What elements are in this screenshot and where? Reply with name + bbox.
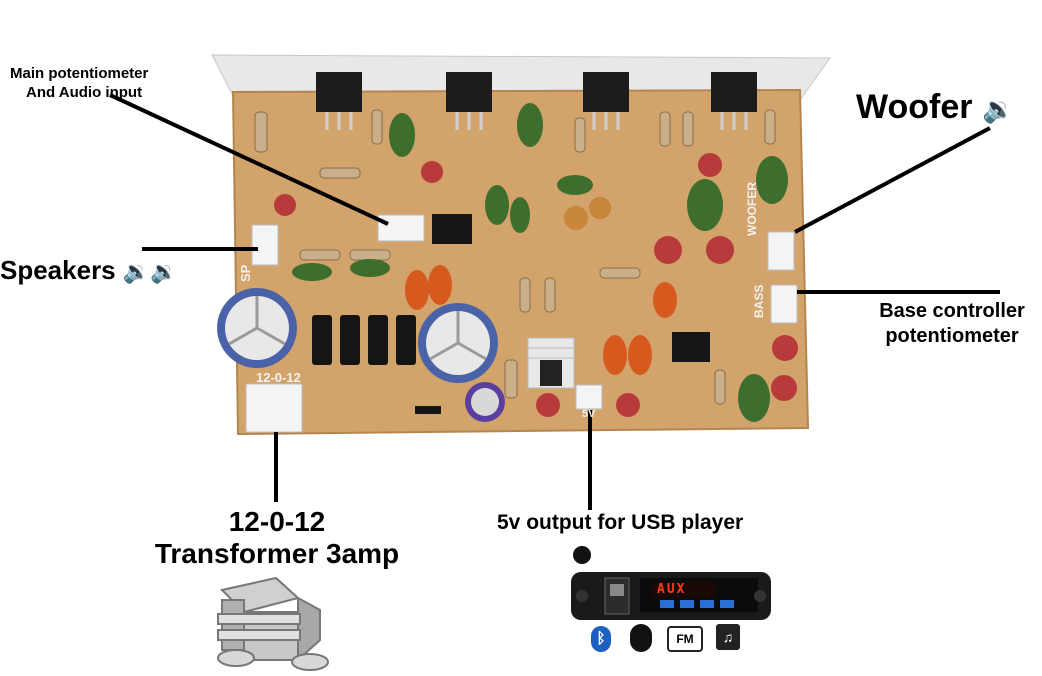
power-transistors bbox=[316, 72, 757, 130]
woofer-label-text: Woofer bbox=[856, 88, 973, 126]
fivev-silkscreen: 5V bbox=[582, 408, 596, 420]
transformer-label: 12-0-12 Transformer 3amp bbox=[132, 506, 422, 570]
ic-chips bbox=[432, 214, 710, 362]
player-logo-icon bbox=[573, 546, 591, 564]
main-pot-label-line1: Main potentiometer bbox=[10, 65, 149, 82]
usb-output-label: 5v output for USB player bbox=[497, 511, 744, 534]
fm-icon: FM bbox=[667, 626, 703, 652]
usb-port bbox=[610, 584, 624, 596]
main-pot-pointer bbox=[109, 93, 389, 226]
film-capacitors bbox=[292, 103, 788, 422]
usb-drive-icon bbox=[630, 624, 652, 652]
rectifier-diodes bbox=[312, 315, 441, 414]
base-label-line1: Base controller bbox=[879, 300, 1025, 322]
voltage-regulator bbox=[527, 337, 575, 389]
main-pot-label-line2: And Audio input bbox=[26, 84, 143, 101]
speaker-icon: 🔉🔉 bbox=[122, 259, 178, 284]
power-silkscreen: 12-0-12 bbox=[256, 370, 301, 385]
filter-capacitors bbox=[217, 288, 505, 422]
bass-silkscreen: BASS bbox=[752, 284, 766, 318]
woofer-silkscreen: WOOFER bbox=[745, 182, 759, 236]
music-icon: ♫ bbox=[716, 624, 740, 650]
woofer-pointer bbox=[794, 126, 991, 234]
main-pot-label: Main potentiometer And Audio input bbox=[10, 64, 148, 102]
transformer-icon bbox=[217, 576, 329, 671]
ceramic-capacitors bbox=[405, 265, 677, 375]
base-label-line2: potentiometer bbox=[885, 325, 1019, 347]
transformer-label-line2: Transformer 3amp bbox=[154, 538, 400, 569]
base-controller-label: Base controller potentiometer bbox=[862, 299, 1042, 349]
transformer-label-line1: 12-0-12 bbox=[228, 506, 326, 537]
connectors bbox=[245, 214, 798, 433]
bluetooth-icon: ᛒ bbox=[591, 626, 611, 652]
small-electrolytic-capacitors bbox=[274, 153, 798, 417]
player-display: AUX bbox=[657, 582, 687, 597]
sp-silkscreen: SP bbox=[238, 264, 253, 282]
woofer-label: Woofer 🔉 bbox=[856, 88, 1014, 127]
usb-player-module bbox=[571, 546, 771, 620]
pointer-lines bbox=[109, 93, 1000, 510]
speakers-label: Speakers 🔉🔉 bbox=[0, 255, 178, 286]
speakers-label-text: Speakers bbox=[0, 255, 116, 285]
speaker-icon: 🔉 bbox=[981, 94, 1015, 124]
